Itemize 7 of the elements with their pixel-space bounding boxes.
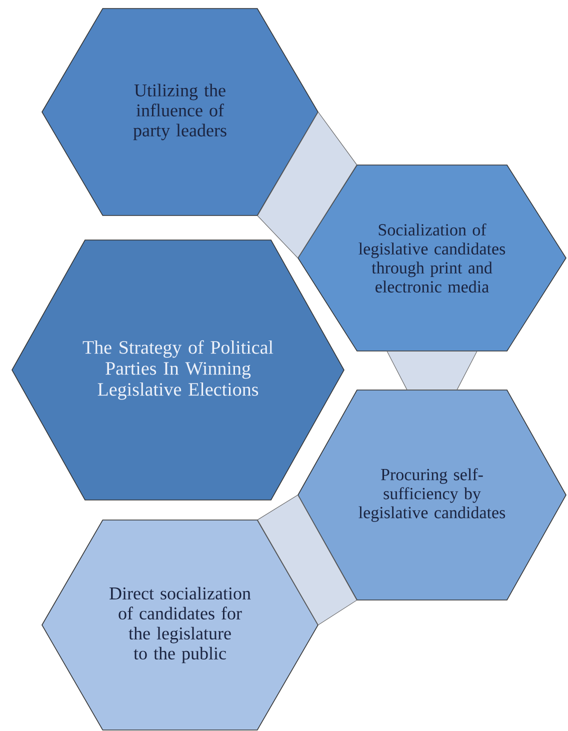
connector-band: [257, 494, 358, 626]
hexagon: Procuring self-sufficiency by legislative candidates: [298, 390, 566, 600]
hexagon: Utilizing the influence of party leaders: [42, 8, 318, 216]
connector-band: [386, 350, 478, 390]
hexagon: Direct socialization of candidates for the legislature to the public: [42, 520, 318, 730]
hexagon: Socialization of legislative candidates through print and electronic media: [298, 164, 566, 352]
hexagon: The Strategy of Political Parties In Winning Legislative Elections: [12, 240, 344, 500]
